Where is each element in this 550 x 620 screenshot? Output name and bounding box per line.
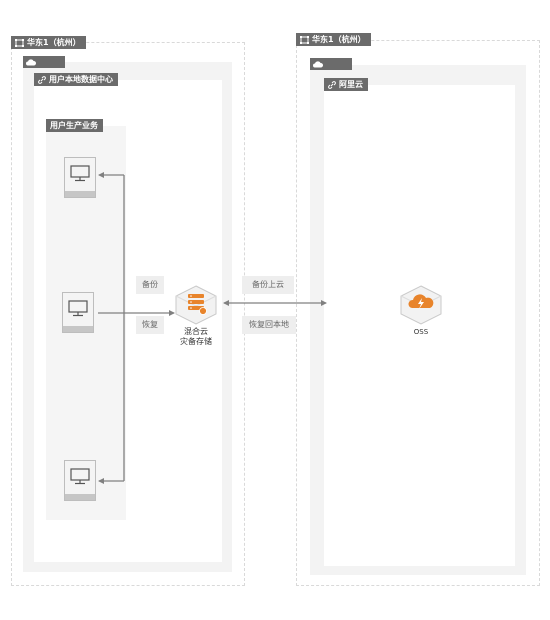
computer-icon	[70, 468, 90, 485]
left-region-label: 华东1（杭州）	[27, 38, 81, 47]
link-icon	[328, 80, 336, 89]
right-cloud-tag	[310, 58, 352, 70]
computer-base	[63, 326, 93, 332]
left-cloud-tag	[23, 56, 65, 68]
computer-icon	[70, 165, 90, 182]
computer-base	[65, 494, 95, 500]
left-region-tag: 华东1（杭州）	[11, 36, 86, 49]
datacenter-tag: 用户本地数据中心	[34, 73, 118, 86]
oss-icon	[400, 285, 442, 325]
computer-icon	[68, 300, 88, 317]
region-icon	[15, 38, 24, 47]
restore-label: 恢复	[136, 316, 164, 334]
link-icon	[38, 75, 46, 84]
computer-base	[65, 191, 95, 197]
business-tag: 用户生产业务	[46, 119, 103, 132]
backup-restore-bus	[98, 172, 175, 484]
right-region-tag: 华东1（杭州）	[296, 33, 371, 46]
backup-to-cloud-label: 备份上云	[242, 276, 294, 294]
cloud-icon	[313, 60, 323, 67]
datacenter-label: 用户本地数据中心	[49, 75, 113, 84]
aliyun-panel	[324, 85, 515, 566]
hybrid-backup-label: 混合云 灾备存储	[180, 327, 212, 346]
backup-label: 备份	[136, 276, 164, 294]
aliyun-label: 阿里云	[339, 80, 363, 89]
aliyun-tag: 阿里云	[324, 78, 368, 91]
restore-to-local-label: 恢复回本地	[242, 316, 296, 334]
computer-node-3	[64, 460, 96, 501]
right-region-label: 华东1（杭州）	[312, 35, 366, 44]
computer-node-2	[62, 292, 94, 333]
cloud-icon	[26, 58, 36, 65]
region-icon	[300, 35, 309, 44]
computer-node-1	[64, 157, 96, 198]
storage-server-icon	[175, 285, 217, 325]
oss-label: OSS	[413, 328, 429, 336]
business-label: 用户生产业务	[50, 121, 98, 130]
